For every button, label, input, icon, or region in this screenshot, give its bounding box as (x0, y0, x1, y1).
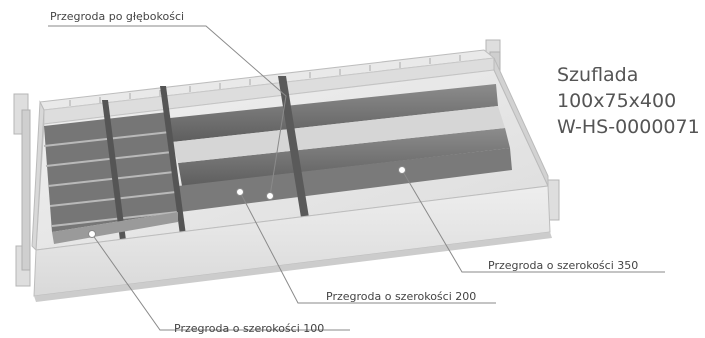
label-width-350: Przegroda o szerokości 350 (488, 259, 639, 272)
divider-width-100 (52, 212, 178, 244)
label-width-100: Przegroda o szerokości 100 (174, 322, 325, 335)
product-code: W-HS-0000071 (557, 116, 700, 138)
label-depth-divider: Przegroda po głębokości (50, 10, 185, 23)
leader-lines (48, 25, 665, 331)
divider-width-350 (170, 84, 512, 212)
divider-width-200 (43, 112, 179, 232)
mounting-rail-left (13, 93, 31, 287)
leader-width-200 (239, 191, 496, 304)
product-dimensions: 100x75x400 (557, 90, 677, 112)
divider-depth (102, 76, 312, 256)
label-width-200: Przegroda o szerokości 200 (326, 290, 477, 303)
drawer-front (33, 185, 552, 302)
product-info: Szuflada 100x75x400 W-HS-0000071 (557, 62, 700, 140)
leader-width-350 (401, 169, 665, 273)
product-name: Szuflada (557, 64, 639, 86)
leader-depth-divider (48, 25, 287, 197)
leader-width-100 (91, 233, 350, 331)
